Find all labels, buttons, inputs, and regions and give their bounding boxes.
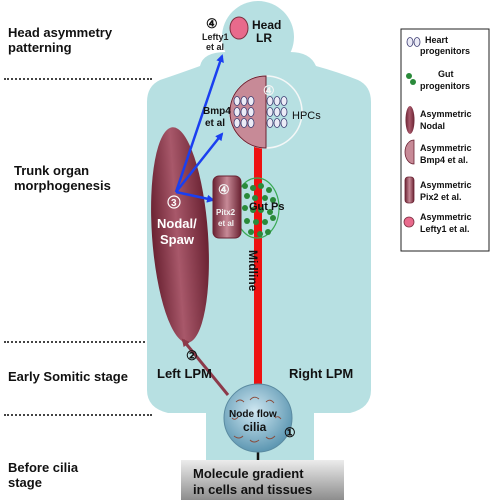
legend-lefty1-icon [403,216,415,228]
legend-gut-line2: progenitors [420,81,470,91]
legend-heart-line2: progenitors [420,46,470,56]
lefty-pink-oval [229,16,249,40]
before-cilia-step-marker: ① [284,425,296,440]
arrow-to-pitx2 [175,190,215,203]
gut-ps-label: Gut Ps [249,201,284,213]
head-lr-line1: Head [252,18,281,32]
stage-label-before-cilia-line2: stage [8,475,42,490]
legend-bmp4-line2: Bmp4 et al. [420,155,468,165]
gut-progenitor-dots [242,183,276,237]
arrow-node-to-nodal [181,338,230,396]
nodal-spaw-ellipse [151,127,209,343]
node-flow-label: Node flow [229,409,277,420]
midline-label: Midline [246,250,260,292]
legend-lefty1-line1: Asymmetric [420,212,472,222]
cilia-label: cilia [243,420,267,434]
cilia-strokes [231,396,282,443]
stage-label-somitic: Early Somitic stage [8,369,128,384]
stage-label-head: Head asymmetry patterning [8,25,112,55]
midline-bar [254,142,262,394]
lefty-step-marker: ④ [206,16,218,31]
legend-pitx2-line1: Asymmetric [420,180,472,190]
molecule-gradient-line2: in cells and tissues [193,482,312,497]
legend-nodal-icon [405,106,415,134]
lefty-label-line1: Lefty1 [202,32,229,42]
bmp4-label-line1: Bmp4 [203,106,231,117]
stage-label-trunk-line2: morphogenesis [14,178,111,193]
nodal-step-marker: 3 [171,198,177,209]
pitx2-label-line2: et al [218,219,234,228]
nodal-label-line1: Nodal/ [157,216,197,231]
stage-label-before-cilia: Before cilia stage [8,460,78,490]
lefty-label-line2: et al [206,42,224,52]
arrow-to-lefty [174,54,224,193]
stage-label-before-cilia-line1: Before cilia [8,460,79,475]
pitx2-label-line1: Pitx2 [216,208,236,217]
legend-pitx2-line2: Pix2 et al. [420,192,462,202]
legend-nodal-line1: Asymmetric [420,109,472,119]
divider-3 [4,414,152,416]
right-lpm-label: Right LPM [289,366,353,381]
legend-bmp4-line1: Asymmetric [420,143,472,153]
legend-pitx2-icon [404,176,415,204]
molecule-gradient-box [181,460,344,500]
legend-gut-icon [406,73,416,85]
node-circle [223,383,293,453]
legend-box [400,28,490,252]
nodal-step-marker-circle [167,195,181,209]
bmp4-label-line2: et al [205,118,225,129]
arrow-to-bmp4 [175,132,224,193]
left-lpm-label: Left LPM [157,366,212,381]
stage-label-trunk: Trunk organ morphogenesis [14,163,111,193]
legend-lefty1-line2: Lefty1 et al. [420,224,470,234]
molecule-gradient-line1: Molecule gradient [193,466,304,481]
divider-1 [4,78,152,80]
nodal-label-line2: Spaw [160,232,195,247]
legend-heart-line1: Heart [425,35,448,45]
legend-nodal-line2: Nodal [420,121,445,131]
heart-progenitor-dots [233,96,288,128]
head-lr-line2: LR [256,31,272,45]
pitx2-step-marker: ④ [218,182,230,197]
hpcs-label: HPCs [292,110,321,122]
legend: Heart progenitors Gut progenitors Asymme… [400,28,490,252]
legend-heart-icon [406,37,421,47]
legend-gut-line1: Gut [438,69,454,79]
pitx2-cylinder [212,175,242,239]
somitic-step-marker: ② [186,348,198,363]
divider-2 [4,341,152,343]
legend-bmp4-icon [404,139,415,165]
stage-label-head-line2: patterning [8,40,72,55]
stage-label-head-line1: Head asymmetry [8,25,113,40]
bmp4-step-marker: ④ [263,83,275,98]
stage-label-trunk-line1: Trunk organ [14,163,90,178]
